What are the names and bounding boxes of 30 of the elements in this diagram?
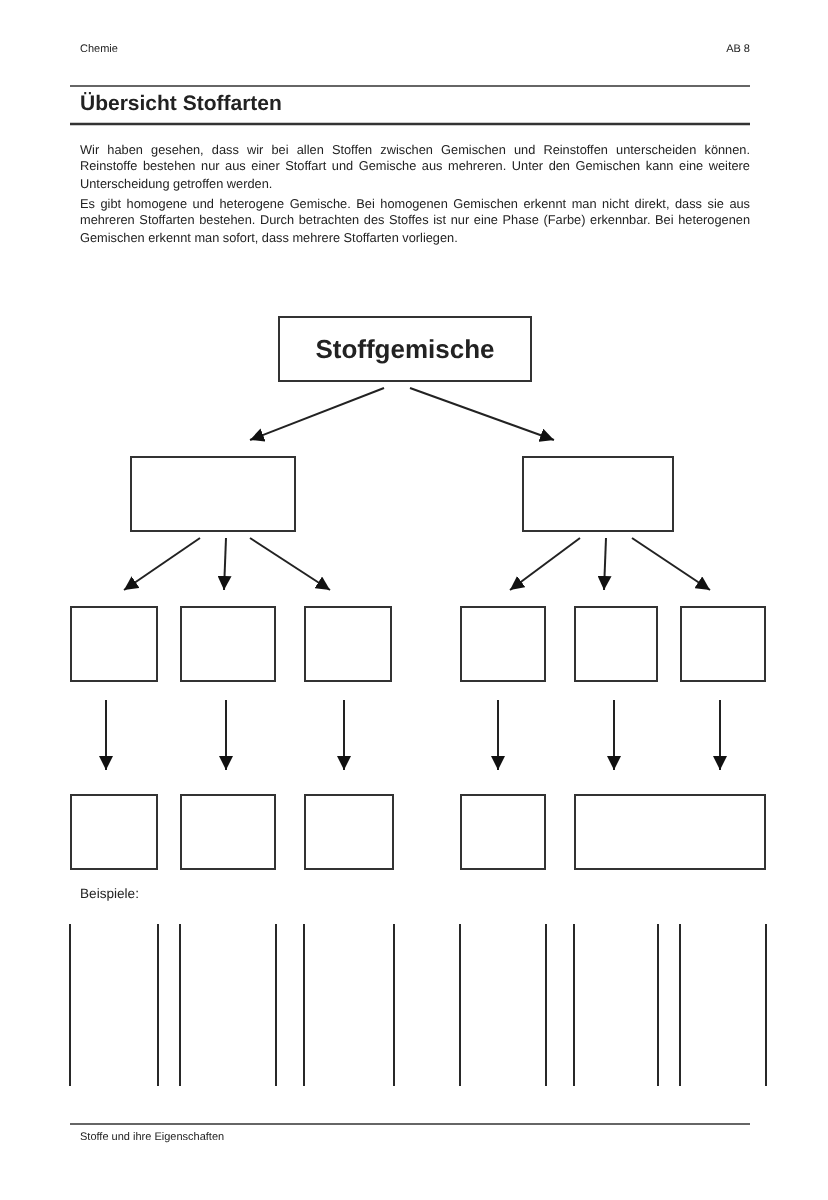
arrow: [123, 537, 201, 591]
concept-box: [278, 316, 532, 382]
arrow: [337, 699, 351, 771]
arrow: [631, 537, 711, 591]
blank-box: [680, 606, 766, 682]
blank-box: [304, 794, 394, 870]
arrow: [597, 537, 612, 591]
blank-box: [574, 794, 766, 870]
blank-box: [180, 606, 276, 682]
arrow: [713, 699, 727, 771]
blank-box: [304, 606, 392, 682]
blank-box: [522, 456, 674, 532]
blank-box: [574, 606, 658, 682]
blank-box: [70, 606, 158, 682]
arrow: [219, 699, 233, 771]
arrow: [249, 537, 331, 591]
arrow: [217, 537, 232, 591]
box-title: Stoffgemische: [315, 334, 495, 364]
arrow: [409, 387, 555, 442]
arrow: [607, 699, 621, 771]
arrow: [509, 537, 581, 591]
arrow: [99, 699, 113, 771]
blank-box: [460, 794, 546, 870]
arrow: [491, 699, 505, 771]
blank-box: [180, 794, 276, 870]
blank-box: [130, 456, 296, 532]
arrow: [249, 387, 385, 442]
blank-box: [460, 606, 546, 682]
blank-box: [70, 794, 158, 870]
title: Übersicht Stoffarten: [80, 92, 282, 116]
